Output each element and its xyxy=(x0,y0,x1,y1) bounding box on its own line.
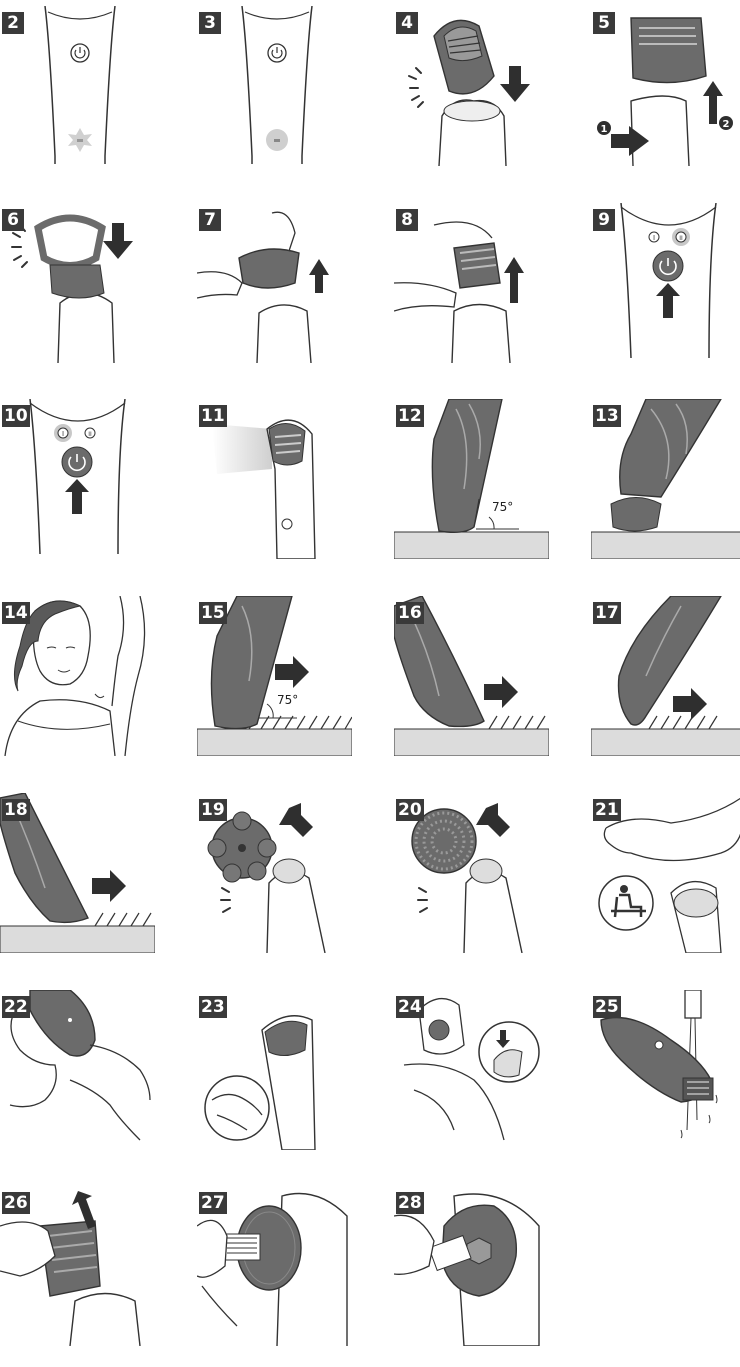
arrow-diagonal-icon xyxy=(279,803,313,837)
step-7-panel: 7 xyxy=(197,203,352,363)
step-number: 27 xyxy=(199,1192,227,1214)
arrow-up-icon xyxy=(309,259,329,293)
angle-label: 75° xyxy=(492,500,513,514)
step-23-panel: 23 xyxy=(197,990,352,1150)
step-number: 24 xyxy=(396,996,424,1018)
angle-label: 75° xyxy=(277,693,298,707)
arrow-right-icon xyxy=(92,870,126,902)
epilator-body-icon xyxy=(619,596,722,725)
sitting-person-icon xyxy=(599,876,653,930)
step-number: 28 xyxy=(396,1192,424,1214)
step-number: 15 xyxy=(199,602,227,624)
step-number: 4 xyxy=(396,12,418,34)
zoom-detail-icon xyxy=(205,1076,269,1140)
speed-high-label: II xyxy=(88,431,92,438)
comb-attachment-icon xyxy=(239,249,299,288)
arrow-up-icon xyxy=(703,81,723,124)
step-number: 20 xyxy=(396,799,424,821)
step-number: 10 xyxy=(2,405,30,427)
step-25-panel: 25 xyxy=(591,990,740,1150)
step-10-panel: 10 I II xyxy=(0,399,155,559)
callout-1: 1 xyxy=(601,124,608,135)
hand-icon xyxy=(197,272,242,298)
step-6-panel: 6 xyxy=(0,203,155,363)
step-22-panel: 22 xyxy=(0,990,155,1150)
step-28-panel: 28 xyxy=(394,1186,549,1346)
click-sound-icon xyxy=(221,888,230,912)
step-20-panel: 20 xyxy=(394,793,549,953)
arrow-right-icon xyxy=(484,676,518,708)
hand-icon xyxy=(394,1215,434,1274)
click-sound-icon xyxy=(409,68,423,107)
speed-low-label: I xyxy=(62,430,64,438)
step-9-panel: 9 I II xyxy=(591,203,740,363)
step-number: 13 xyxy=(593,405,621,427)
step-27-panel: 27 xyxy=(197,1186,352,1346)
step-13-panel: 13 xyxy=(591,399,740,559)
step-3-panel: 3 xyxy=(197,6,352,166)
arrow-right-icon xyxy=(275,656,309,688)
hair-icon xyxy=(489,716,545,729)
step-number: 22 xyxy=(2,996,30,1018)
hair-icon xyxy=(649,716,717,729)
speed-high-label: II xyxy=(679,235,683,242)
foot-icon xyxy=(606,798,740,861)
step-12-panel: 12 75° xyxy=(394,399,549,559)
step-number: 2 xyxy=(2,12,24,34)
faucet-icon xyxy=(685,990,701,1018)
step-18-panel: 18 xyxy=(0,793,155,953)
step-14-panel: 14 xyxy=(0,596,155,756)
comb-attachment-icon xyxy=(38,218,102,266)
step-number: 21 xyxy=(593,799,621,821)
arrow-up-icon xyxy=(504,257,524,303)
step-5-panel: 5 1 2 xyxy=(591,6,740,166)
step-number: 5 xyxy=(593,12,615,34)
click-sound-icon xyxy=(418,888,427,912)
hair-icon xyxy=(95,913,151,926)
step-number: 25 xyxy=(593,996,621,1018)
step-15-panel: 15 75° xyxy=(197,596,352,756)
step-16-panel: 16 xyxy=(394,596,549,756)
light-beam-icon xyxy=(212,424,272,474)
step-number: 19 xyxy=(199,799,227,821)
step-number: 17 xyxy=(593,602,621,624)
callout-2: 2 xyxy=(723,119,730,130)
arrow-diagonal-icon xyxy=(476,803,510,837)
arrow-up-icon xyxy=(65,479,89,514)
step-number: 6 xyxy=(2,209,24,231)
step-26-panel: 26 xyxy=(0,1186,155,1346)
step-number: 18 xyxy=(2,799,30,821)
step-4-panel: 4 xyxy=(394,6,549,166)
hand-icon xyxy=(394,283,456,311)
step-24-panel: 24 xyxy=(394,990,549,1150)
epilator-body-icon xyxy=(620,399,721,497)
step-number: 26 xyxy=(2,1192,30,1214)
step-2-panel: 2 xyxy=(0,6,155,166)
step-21-panel: 21 xyxy=(591,793,740,953)
step-number: 16 xyxy=(396,602,424,624)
cap-icon xyxy=(611,498,661,532)
epilator-body-icon xyxy=(30,990,95,1056)
arrow-down-icon xyxy=(500,66,530,102)
step-17-panel: 17 xyxy=(591,596,740,756)
step-number: 8 xyxy=(396,209,418,231)
step-11-panel: 11 xyxy=(197,399,352,559)
arrow-down-icon xyxy=(103,223,133,259)
step-number: 9 xyxy=(593,209,615,231)
arrow-right-icon xyxy=(673,688,707,720)
step-19-panel: 19 xyxy=(197,793,352,953)
step-number: 3 xyxy=(199,12,221,34)
step-number: 23 xyxy=(199,996,227,1018)
gear-icon xyxy=(467,1238,491,1264)
speed-low-label: I xyxy=(653,234,655,242)
click-sound-icon xyxy=(12,225,27,267)
step-8-panel: 8 xyxy=(394,203,549,363)
step-number: 12 xyxy=(396,405,424,427)
arrow-up-icon xyxy=(656,283,680,318)
step-number: 14 xyxy=(2,602,30,624)
step-number: 7 xyxy=(199,209,221,231)
hand-icon xyxy=(197,1220,227,1277)
step-number: 11 xyxy=(199,405,227,427)
